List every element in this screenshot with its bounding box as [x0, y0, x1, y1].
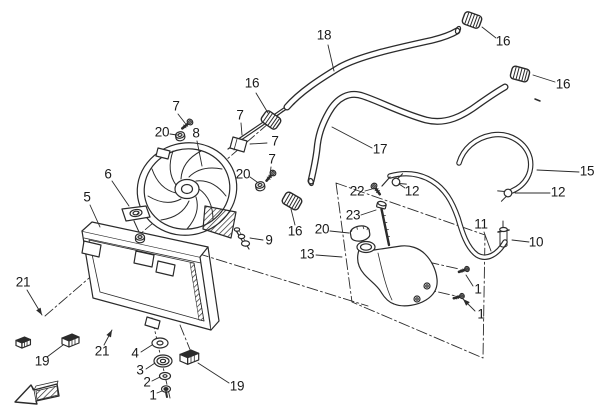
bolt-1	[162, 386, 171, 397]
rubber-mount-19-a	[61, 333, 80, 348]
print-mark	[535, 99, 540, 101]
overflow-hose	[382, 174, 505, 257]
breather-hose	[459, 135, 531, 191]
hose-clamp-16-b	[508, 64, 532, 84]
screw-1-a	[457, 264, 472, 276]
pipe-bracket	[230, 137, 247, 152]
upper-radiator-hose	[287, 26, 462, 107]
coolant-reservoir-tank	[357, 242, 437, 306]
reservoir-assembly-boundary-box	[336, 183, 485, 358]
reservoir-bolt-23	[376, 201, 389, 245]
cooling-fan-illustration	[127, 132, 247, 247]
rubber-mount-19-c	[15, 336, 31, 349]
radiator-illustration	[82, 222, 219, 330]
reservoir-cap	[349, 224, 370, 242]
callout-leader-lines	[27, 27, 579, 393]
hose-clamp-16-a	[460, 10, 484, 30]
bleed-plug-10	[498, 221, 509, 247]
washer-2	[160, 373, 171, 380]
nut-20-b	[254, 180, 267, 193]
rubber-mount-19-b	[179, 349, 200, 365]
drain-valve-9	[234, 228, 249, 249]
hose-clamp-16-d	[280, 190, 304, 212]
fan-motor	[203, 206, 236, 238]
washer-4	[152, 338, 168, 348]
nut-20-a	[174, 130, 187, 143]
lower-radiator-hose	[308, 87, 505, 186]
grommet-3	[154, 355, 172, 367]
fan-mount-plate-6	[122, 206, 150, 244]
hose-clamp-16-c	[259, 108, 283, 132]
front-direction-arrow-icon	[15, 381, 59, 404]
